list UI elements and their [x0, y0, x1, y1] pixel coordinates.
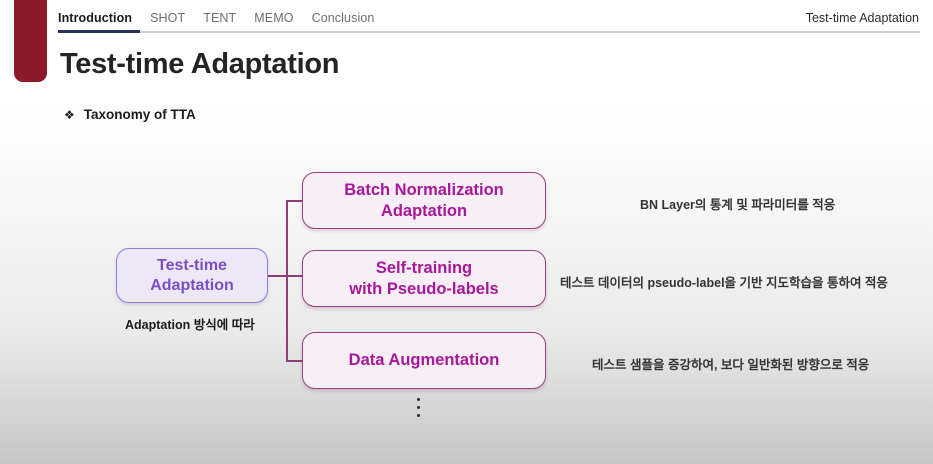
- more-items-ellipsis-icon: [417, 398, 420, 417]
- nav-item-shot[interactable]: SHOT: [150, 11, 186, 25]
- diagram-node-self-training-with-pseudo-labels[interactable]: Self-training with Pseudo-labels: [302, 250, 546, 307]
- page-title: Test-time Adaptation: [60, 48, 340, 80]
- diagram-node-root[interactable]: Test-time Adaptation: [116, 248, 268, 303]
- taxonomy-diagram: Test-time Adaptation Adaptation 방식에 따라 B…: [0, 150, 933, 430]
- connector-branch-1: [286, 200, 304, 202]
- nav-progress-indicator: [58, 30, 140, 33]
- nav-item-memo[interactable]: MEMO: [254, 11, 294, 25]
- nav-item-tent[interactable]: TENT: [203, 11, 237, 25]
- branch-1-line-2: Adaptation: [380, 201, 468, 220]
- branch-1-line-1: Batch Normalization: [344, 181, 504, 200]
- ellipsis-dot: [417, 398, 420, 401]
- root-node-caption: Adaptation 방식에 따라: [125, 318, 255, 332]
- branch-3-line-1: Data Augmentation: [348, 351, 500, 370]
- annotation-self-training: 테스트 데이터의 pseudo-label을 기반 지도학습을 통하여 적응: [560, 276, 888, 290]
- root-node-line-1: Test-time: [157, 256, 227, 274]
- branch-2-line-1: Self-training: [375, 259, 473, 278]
- annotation-batch-normalization: BN Layer의 통계 및 파라미터를 적응: [640, 198, 836, 212]
- deck-title: Test-time Adaptation: [805, 11, 919, 25]
- nav-item-introduction[interactable]: Introduction: [58, 11, 133, 25]
- nav-divider-rule: [58, 31, 920, 33]
- connector-branch-3: [286, 360, 304, 362]
- connector-trunk: [286, 201, 288, 361]
- section-bullet: ❖ Taxonomy of TTA: [64, 107, 196, 122]
- nav-item-conclusion[interactable]: Conclusion: [311, 11, 375, 25]
- ellipsis-dot: [417, 414, 420, 417]
- slide-accent-bar: [14, 0, 47, 82]
- ellipsis-dot: [417, 406, 420, 409]
- section-bullet-label: Taxonomy of TTA: [83, 107, 196, 122]
- root-node-line-2: Adaptation: [150, 276, 234, 294]
- top-navigation: Introduction SHOT TENT MEMO Conclusion T…: [0, 0, 933, 38]
- diamond-bullet-icon: ❖: [64, 108, 75, 122]
- annotation-data-augmentation: 테스트 샘플을 증강하여, 보다 일반화된 방향으로 적응: [592, 358, 870, 372]
- diagram-node-batch-normalization-adaptation[interactable]: Batch Normalization Adaptation: [302, 172, 546, 229]
- nav-item-list: Introduction SHOT TENT MEMO Conclusion: [58, 11, 374, 25]
- diagram-node-data-augmentation[interactable]: Data Augmentation: [302, 332, 546, 389]
- branch-2-line-2: with Pseudo-labels: [349, 279, 499, 298]
